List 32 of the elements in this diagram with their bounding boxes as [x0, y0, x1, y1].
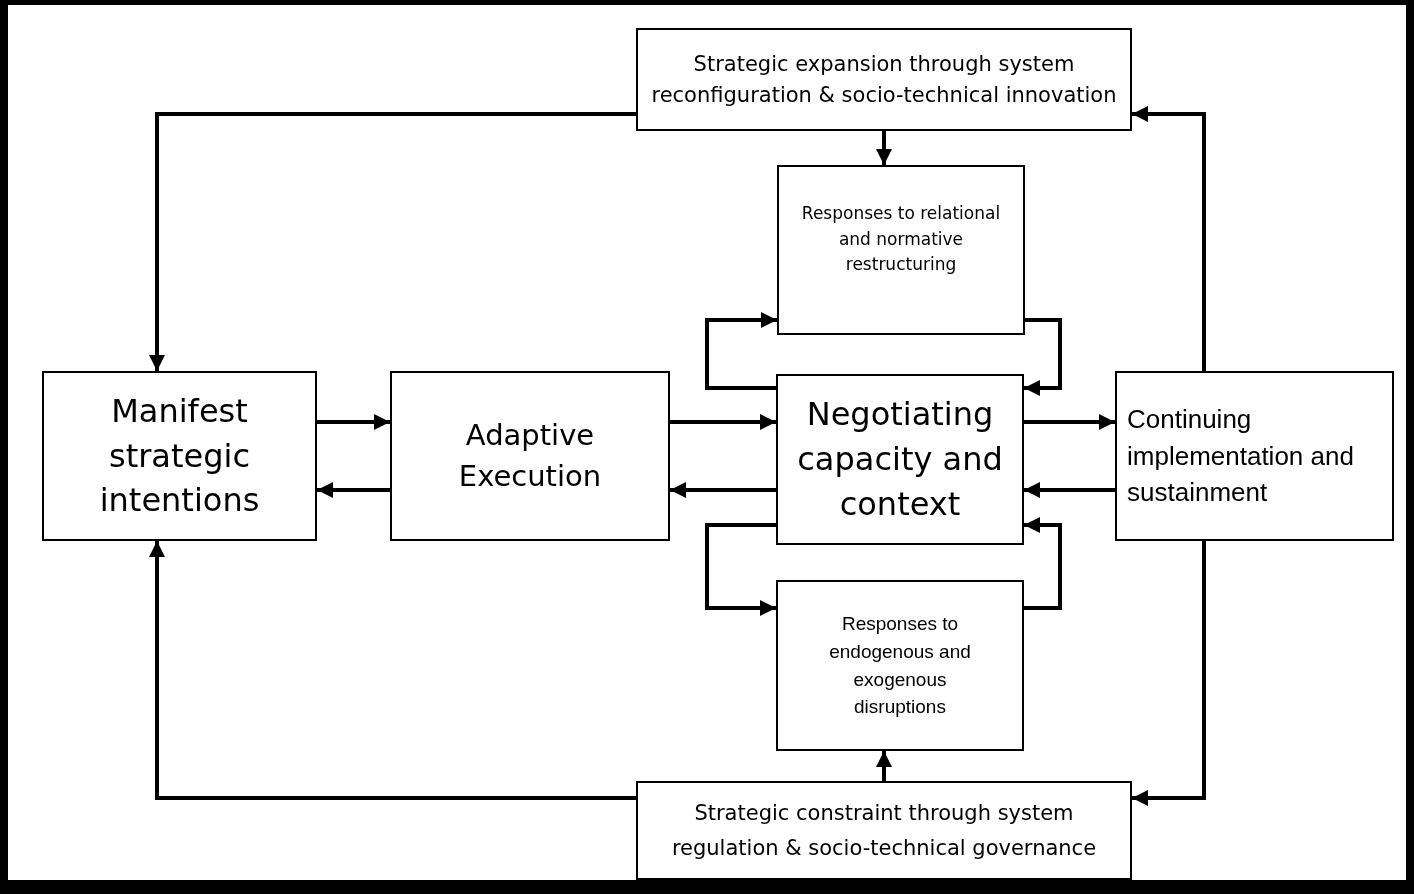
arrow [705, 523, 776, 616]
process-box [390, 371, 670, 541]
arrow [1132, 541, 1206, 806]
arrow [317, 414, 390, 430]
box-text: Strategic expansion through system reconfiguration & socio-technical innovation [650, 51, 1118, 109]
process-box [1115, 371, 1394, 541]
box-text: Continuing implementation and sustainment [1127, 403, 1355, 510]
process-box [776, 580, 1024, 751]
arrow [1024, 517, 1062, 610]
arrow [149, 541, 636, 800]
process-box [776, 374, 1024, 545]
box-text: Manifest strategic intentions [98, 390, 261, 522]
process-box [636, 781, 1132, 880]
arrow [1024, 318, 1062, 396]
arrow [670, 414, 776, 430]
arrow [1132, 106, 1206, 371]
arrow [149, 112, 636, 371]
arrow [705, 312, 777, 390]
process-box [42, 371, 317, 541]
box-text: Strategic constraint through system regulation & socio-technical governance [670, 799, 1098, 862]
box-text: Responses to endogenous and exogenous disruptions [828, 612, 972, 720]
arrow [1024, 482, 1115, 498]
arrow [670, 482, 776, 498]
process-box [777, 165, 1025, 335]
arrow [317, 482, 390, 498]
arrow [876, 131, 892, 165]
arrow [876, 751, 892, 781]
box-text: Adaptive Execution [457, 417, 603, 495]
arrow [1024, 414, 1115, 430]
box-text: Responses to relational and normative restructuring [800, 202, 1002, 276]
box-text: Negotiating capacity and context [796, 394, 1004, 525]
process-box [636, 28, 1132, 131]
